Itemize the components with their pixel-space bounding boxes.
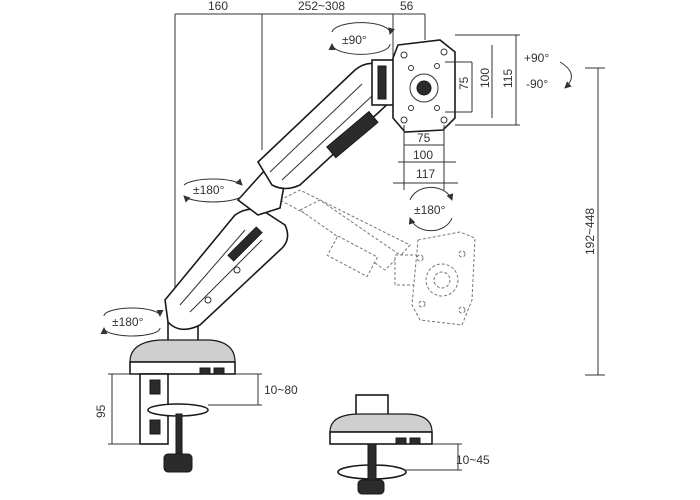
vesa-center-ring (409, 73, 439, 103)
rotation-base: ±180° (100, 307, 164, 337)
lowered-arm-ghost (278, 189, 476, 326)
label-tilt-up: +90° (524, 51, 549, 65)
dim-height-range: 192~448 (583, 208, 597, 255)
clamp-knob (163, 453, 193, 473)
label-elbow-swivel: ±180° (193, 183, 225, 197)
rotation-elbow: ±180° (183, 178, 243, 203)
clamp-base (129, 339, 236, 363)
dim-arm-reach: 252~308 (298, 0, 345, 13)
top-dimension-lines (174, 13, 426, 290)
desk-clamp (108, 339, 262, 473)
label-head-swivel: ±90° (342, 33, 367, 47)
dim-vesa-h-small: 75 (417, 131, 431, 145)
label-head-rotation: ±180° (414, 203, 446, 217)
grommet-base (329, 413, 433, 433)
grommet-knob (357, 479, 385, 495)
rotation-head-180: ±180° (408, 186, 454, 232)
lower-arm (164, 208, 289, 331)
vesa-dimension-lines (393, 34, 520, 190)
dim-base-width: 160 (208, 0, 228, 13)
height-range-dimension: 192~448 (583, 67, 605, 376)
dim-clamp-desk: 10~80 (264, 383, 298, 397)
dim-vesa-v-small: 75 (457, 76, 471, 90)
rotation-head-swivel: ±90° (328, 22, 395, 55)
label-base-swivel: ±180° (112, 315, 144, 329)
dim-plate-width: 117 (416, 167, 435, 181)
dim-vesa-v-large: 100 (478, 68, 492, 88)
label-tilt-down: -90° (526, 77, 548, 91)
dim-vesa-h-large: 100 (413, 148, 433, 162)
dim-head-offset: 56 (400, 0, 414, 13)
gas-spring-cover (326, 110, 379, 159)
dim-grommet-desk: 10~45 (456, 453, 490, 467)
dim-plate-height: 115 (501, 69, 515, 88)
dim-clamp-height: 95 (94, 404, 108, 418)
monitor-arm (164, 39, 456, 349)
rotation-head-tilt: +90° -90° (524, 51, 572, 91)
grommet-mount (329, 394, 462, 495)
